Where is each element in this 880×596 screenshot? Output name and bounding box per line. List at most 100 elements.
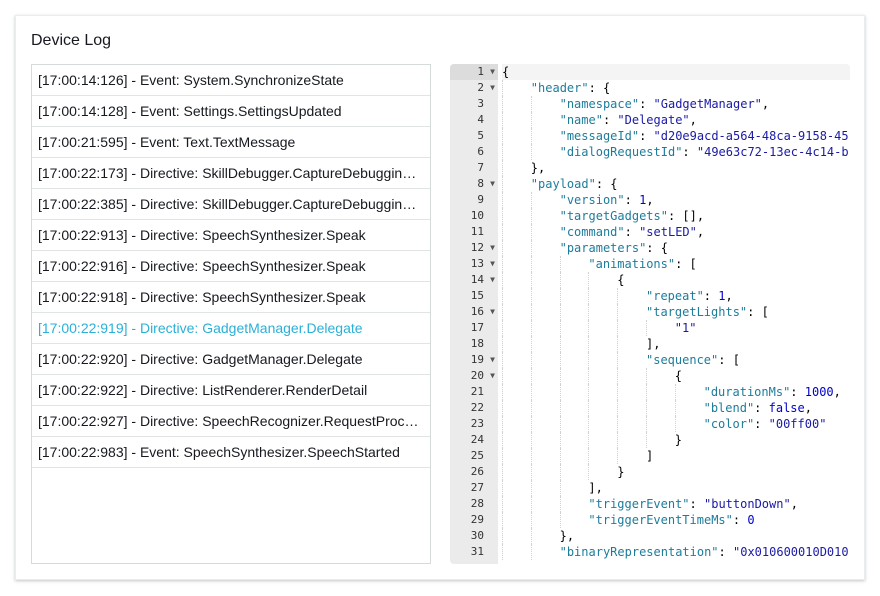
- fold-arrow-icon[interactable]: ▼: [490, 275, 495, 284]
- line-number: 13▼: [450, 256, 498, 272]
- line-number: 1▼: [450, 64, 498, 80]
- json-punctuation: : [: [675, 257, 697, 271]
- indent-guide: [502, 80, 503, 96]
- fold-arrow-icon[interactable]: ▼: [490, 243, 495, 252]
- indent-guide: [502, 144, 503, 160]
- indent-guide: [617, 336, 619, 352]
- code-line: {: [502, 272, 850, 288]
- indent-guide: [502, 288, 503, 304]
- fold-arrow-icon[interactable]: ▼: [490, 67, 495, 76]
- json-string: "49e63c72-13ec-4c14-b: [696, 145, 849, 159]
- log-item[interactable]: [17:00:22:916] - Directive: SpeechSynthe…: [32, 251, 430, 282]
- indent-guide: [559, 464, 561, 480]
- line-number-text: 18: [470, 337, 484, 350]
- indent-guide: [502, 512, 503, 528]
- line-number: 9: [450, 192, 498, 208]
- indent-guide: [502, 448, 503, 464]
- code-line: ],: [502, 480, 850, 496]
- indent-guide: [530, 464, 532, 480]
- log-item[interactable]: [17:00:22:920] - Directive: GadgetManage…: [32, 344, 430, 375]
- indent-guide: [530, 528, 532, 544]
- indent-guide: [502, 368, 503, 384]
- code-line: "command": "setLED",: [502, 224, 850, 240]
- line-number-text: 11: [470, 225, 484, 238]
- log-item[interactable]: [17:00:22:385] - Directive: SkillDebugge…: [32, 189, 430, 220]
- code-content[interactable]: {"header": {"namespace": "GadgetManager"…: [498, 64, 850, 564]
- line-number: 4: [450, 112, 498, 128]
- indent-guide: [502, 272, 503, 288]
- indent-guide: [530, 448, 532, 464]
- fold-arrow-icon[interactable]: ▼: [490, 259, 495, 268]
- code-line: ]: [502, 448, 850, 464]
- indent-guide: [530, 336, 532, 352]
- indent-guide: [559, 448, 561, 464]
- log-item[interactable]: [17:00:21:595] - Event: Text.TextMessage: [32, 127, 430, 158]
- log-item[interactable]: [17:00:22:173] - Directive: SkillDebugge…: [32, 158, 430, 189]
- json-number: 1: [718, 289, 726, 303]
- json-punctuation: ,: [761, 97, 770, 111]
- indent-guide: [617, 432, 619, 448]
- log-item[interactable]: [17:00:22:983] - Event: SpeechSynthesize…: [32, 437, 430, 468]
- indent-guide: [588, 384, 590, 400]
- json-punctuation: ,: [725, 289, 733, 303]
- line-number-text: 19: [470, 353, 484, 366]
- json-string: "1": [674, 321, 697, 335]
- log-item[interactable]: [17:00:14:128] - Event: Settings.Setting…: [32, 96, 430, 127]
- line-number: 17: [450, 320, 498, 336]
- fold-arrow-icon[interactable]: ▼: [490, 355, 495, 364]
- indent-guide: [646, 384, 647, 400]
- line-number: 26: [450, 464, 498, 480]
- indent-guide: [559, 288, 561, 304]
- line-number-text: 20: [470, 369, 484, 382]
- line-number: 29: [450, 512, 498, 528]
- indent-guide: [559, 272, 561, 288]
- line-number: 23: [450, 416, 498, 432]
- log-item[interactable]: [17:00:22:922] - Directive: ListRenderer…: [32, 375, 430, 406]
- json-punctuation: ,: [646, 193, 654, 207]
- indent-guide: [617, 304, 619, 320]
- fold-arrow-icon[interactable]: ▼: [490, 371, 495, 380]
- line-number-text: 27: [470, 481, 484, 494]
- log-item-selected[interactable]: [17:00:22:919] - Directive: GadgetManage…: [32, 313, 430, 344]
- json-key: "payload": [530, 177, 596, 191]
- json-punctuation: {: [674, 369, 683, 383]
- indent-guide: [530, 304, 532, 320]
- indent-guide: [646, 400, 647, 416]
- code-line: "parameters": {: [502, 240, 850, 256]
- line-number-text: 24: [470, 433, 484, 446]
- line-number-text: 4: [477, 113, 484, 126]
- fold-arrow-icon[interactable]: ▼: [490, 179, 495, 188]
- line-number: 19 ▼: [450, 352, 498, 368]
- indent-guide: [588, 464, 590, 480]
- log-item[interactable]: [17:00:14:126] - Event: System.Synchroni…: [32, 65, 430, 96]
- line-number-text: 8: [477, 177, 484, 190]
- code-line: "sequence": [: [502, 352, 850, 368]
- line-number: 7: [450, 160, 498, 176]
- fold-arrow-icon[interactable]: ▼: [490, 83, 495, 92]
- indent-guide: [530, 272, 532, 288]
- log-item[interactable]: [17:00:22:913] - Directive: SpeechSynthe…: [32, 220, 430, 251]
- device-log-list[interactable]: [17:00:14:126] - Event: System.Synchroni…: [31, 64, 431, 564]
- indent-guide: [530, 256, 532, 272]
- line-number-text: 5: [477, 129, 484, 142]
- line-number-text: 26: [470, 465, 484, 478]
- line-number: 15: [450, 288, 498, 304]
- json-punctuation: : [: [747, 305, 769, 319]
- log-item[interactable]: [17:00:22:927] - Directive: SpeechRecogn…: [32, 406, 430, 437]
- line-number: 21: [450, 384, 498, 400]
- json-key: "targetGadgets": [559, 209, 668, 223]
- code-line: "repeat": 1,: [502, 288, 850, 304]
- log-item[interactable]: [17:00:22:918] - Directive: SpeechSynthe…: [32, 282, 430, 313]
- json-string: "00ff00": [768, 417, 827, 431]
- json-punctuation: : {: [588, 81, 611, 95]
- fold-arrow-icon[interactable]: ▼: [490, 307, 495, 316]
- indent-guide: [588, 320, 590, 336]
- json-key: "binaryRepresentation": [559, 545, 719, 559]
- indent-guide: [674, 416, 676, 432]
- indent-guide: [559, 496, 561, 512]
- indent-guide: [559, 320, 561, 336]
- code-line: "name": "Delegate",: [502, 112, 850, 128]
- indent-guide: [502, 128, 503, 144]
- indent-guide: [530, 96, 532, 112]
